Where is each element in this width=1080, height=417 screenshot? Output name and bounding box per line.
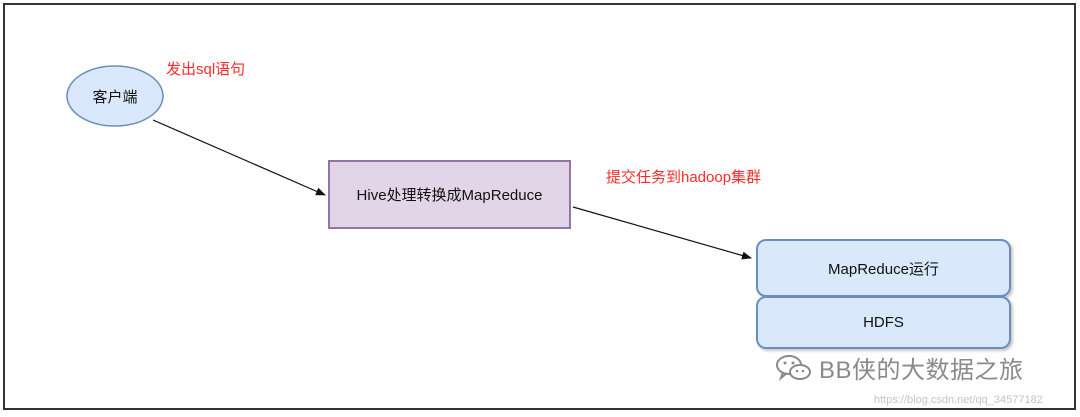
watermark-text: BB侠的大数据之旅 xyxy=(819,357,1024,384)
watermark: BB侠的大数据之旅 xyxy=(775,350,1024,385)
wechat-icon xyxy=(776,354,811,381)
edge-hive-to-mapreduce[interactable] xyxy=(572,206,752,260)
edge-client-to-hive[interactable] xyxy=(152,119,326,196)
edge-label-submit-task: 提交任务到hadoop集群 xyxy=(606,169,762,186)
client-node-shape[interactable] xyxy=(66,65,164,127)
hdfs-node-shape[interactable] xyxy=(756,296,1011,349)
mapreduce-node-shape[interactable] xyxy=(756,239,1011,297)
hive-node-shape[interactable] xyxy=(328,160,571,229)
source-url-watermark: https://blog.csdn.net/qq_34577182 xyxy=(874,394,1043,406)
edge-label-send-sql: 发出sql语句 xyxy=(166,61,246,78)
